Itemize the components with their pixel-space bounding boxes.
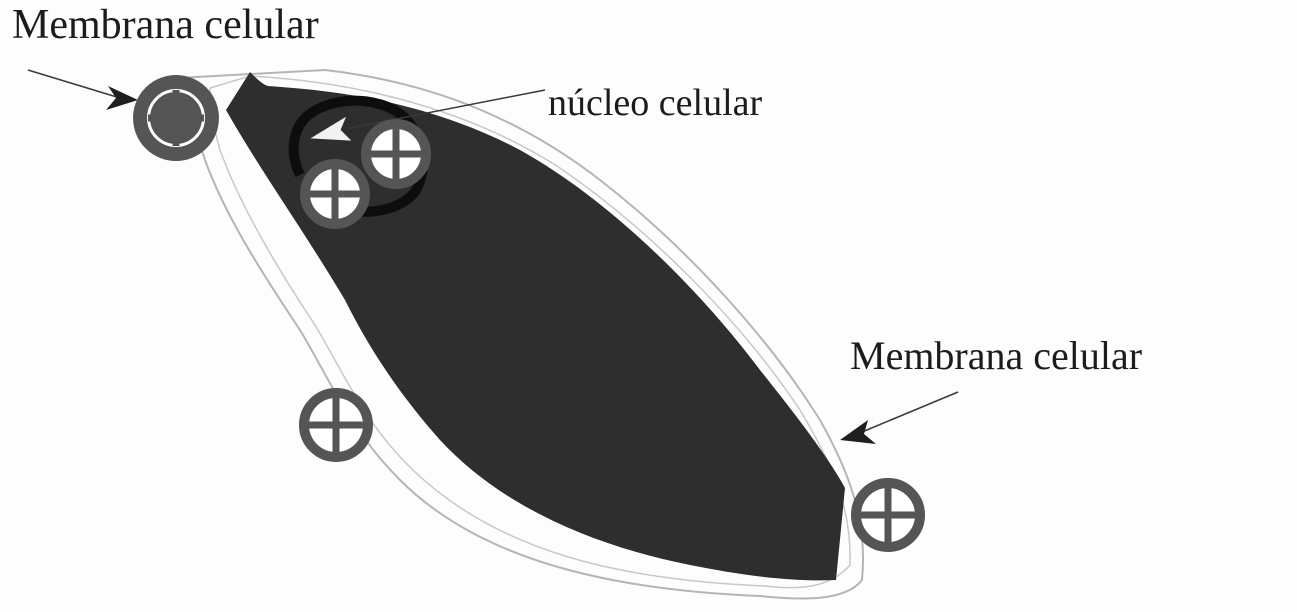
plus-circle-icon	[852, 479, 924, 551]
label-membrane-top: Membrana celular	[12, 4, 319, 46]
arrow-membrane-top	[28, 70, 138, 110]
arrow-membrane-bottom	[840, 392, 958, 444]
plus-circle-icon	[301, 160, 369, 228]
plus-circle-icon	[300, 389, 372, 461]
label-membrane-bottom: Membrana celular	[850, 336, 1142, 376]
label-nucleus: núcleo celular	[548, 84, 762, 122]
plus-circle-icon	[362, 120, 430, 188]
plus-circle-icon	[136, 78, 216, 158]
